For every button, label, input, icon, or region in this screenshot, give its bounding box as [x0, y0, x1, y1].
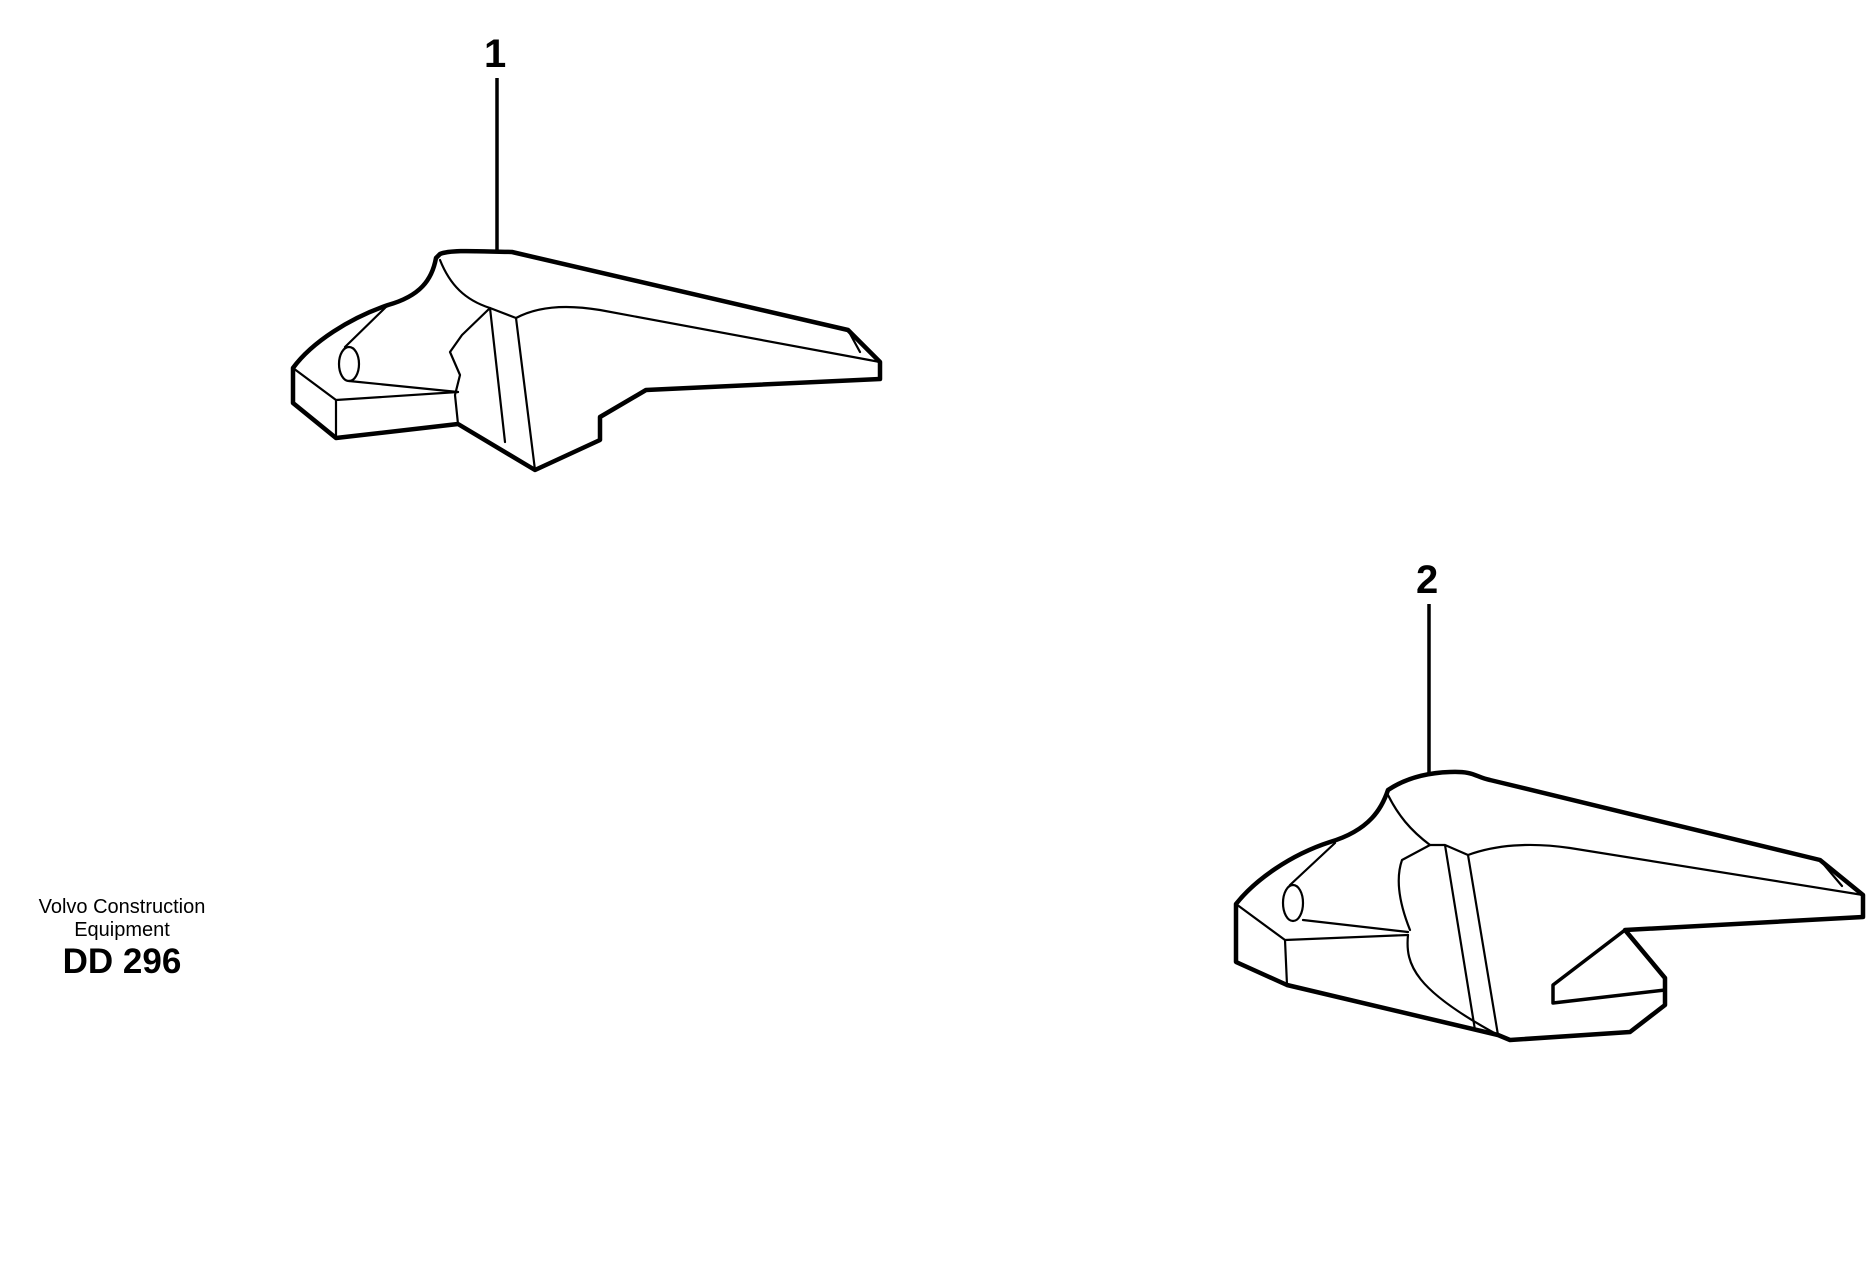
drawing-code: DD 296: [62, 942, 182, 981]
tooth-2-ridge: [1386, 793, 1865, 1037]
tooth-2-shank-face: [1234, 902, 1410, 987]
callout-1: 1: [484, 32, 507, 76]
bucket-tooth-part-2: [1233, 604, 1866, 1043]
brand-name-line-2: Equipment: [74, 919, 170, 941]
tooth-2-lug-edge: [1288, 841, 1410, 934]
tooth-2-pin-hole: [1281, 883, 1305, 923]
callout-2: 2: [1416, 558, 1439, 602]
tooth-2-lower-leg: [1551, 928, 1667, 1005]
brand-block: Volvo Construction Equipment DD 296: [12, 896, 232, 982]
brand-name-line-1: Volvo Construction: [38, 896, 206, 918]
tooth-1-ridge: [438, 258, 882, 472]
tooth-1-shank-face: [291, 366, 460, 440]
tooth-1-break-edge: [448, 306, 492, 426]
tooth-1-pin-hole: [337, 345, 361, 383]
tooth-1-outline: [290, 248, 883, 473]
bucket-tooth-part-1: [290, 78, 883, 473]
tooth-1-lug-edge: [343, 303, 460, 394]
tooth-2-outline: [1233, 769, 1866, 1043]
